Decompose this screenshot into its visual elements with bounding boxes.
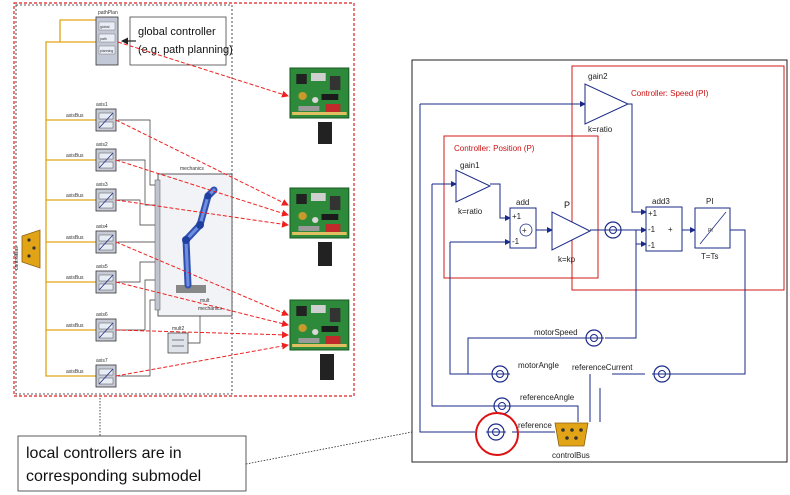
axis-block-title: axis5	[96, 264, 108, 270]
axis-bus-label: axisBus	[66, 275, 84, 281]
axis-block-7[interactable]: axis7 axisBus	[66, 358, 116, 387]
add3-in3: -1	[648, 241, 656, 250]
axis-block-icon	[96, 365, 116, 387]
gain2-param: k=ratio	[588, 125, 613, 134]
pi-name: PI	[706, 197, 714, 206]
axis-block-1[interactable]: axis1 axisBus	[66, 102, 116, 131]
axis-block-title: axis2	[96, 142, 108, 148]
axis-block-icon	[96, 271, 116, 293]
axis-block-title: axis4	[96, 224, 108, 230]
axis-block-icon	[96, 231, 116, 253]
axis-bus-label: axisBus	[66, 369, 84, 375]
gain1-param: k=ratio	[458, 207, 483, 216]
pcb-board-1	[290, 68, 349, 144]
axis-bus-label: axisBus	[66, 193, 84, 199]
gain2-name: gain2	[588, 72, 608, 81]
add-name: add	[516, 198, 529, 207]
axis-blocks: axis1axisBusaxis2axisBusaxis3axisBusaxis…	[66, 102, 116, 387]
pi-param: T=Ts	[701, 252, 719, 261]
pcb-board-3	[290, 300, 349, 380]
axis-block-title: axis3	[96, 182, 108, 188]
note-line-2: corresponding submodel	[26, 468, 201, 485]
gain1-name: gain1	[460, 161, 480, 170]
add-in2: -1	[512, 237, 520, 246]
pathplan-block[interactable]: pathPlan global path planning	[96, 10, 118, 65]
axis-block-icon	[96, 109, 116, 131]
right-model: Controller: Speed (PI) Controller: Posit…	[412, 60, 787, 462]
axis-bus-label: axisBus	[66, 235, 84, 241]
motor-angle-label: motorAngle	[518, 361, 559, 370]
p-param: k=kp	[558, 255, 576, 264]
axis-block-icon	[96, 149, 116, 171]
axis-bus-label: axisBus	[66, 153, 84, 159]
global-controller-line2: (e.g. path planning)	[138, 44, 233, 56]
add-in1: +1	[512, 212, 522, 221]
axis-block-title: axis6	[96, 312, 108, 318]
pathplan-title: pathPlan	[98, 10, 118, 16]
control-bus-label: controlBus	[14, 246, 20, 270]
note-line-1: local controllers are in	[26, 445, 182, 462]
add3-in2: -1	[648, 225, 656, 234]
reference-angle-label: referenceAngle	[520, 393, 575, 402]
axis-block-4[interactable]: axis4 axisBus	[66, 224, 116, 253]
speed-controller-title: Controller: Speed (PI)	[631, 89, 709, 98]
global-controller-line1: global controller	[138, 26, 216, 38]
pathplan-inner-3: planning	[100, 49, 113, 53]
motor-speed-label: motorSpeed	[534, 328, 578, 337]
axis-bus-label: axisBus	[66, 113, 84, 119]
axis-block-3[interactable]: axis3 axisBus	[66, 182, 116, 211]
axis-block-title: axis7	[96, 358, 108, 364]
robot-block-title: mechanics	[180, 166, 204, 172]
position-controller-title: Controller: Position (P)	[454, 144, 535, 153]
axis-bus-label: axisBus	[66, 323, 84, 329]
pathplan-inner-2: path	[100, 37, 107, 41]
robot-mechanics-block[interactable]: mechanics mult mechanics	[155, 166, 232, 316]
left-model: controlBus pathPlan global path planning…	[14, 3, 354, 396]
axis-block-icon	[96, 189, 116, 211]
control-bus-connector-right[interactable]	[555, 423, 588, 446]
mult2-title: mult2	[172, 326, 184, 332]
robot-bottom-2: mechanics	[198, 306, 222, 312]
pi-inner: PI	[708, 228, 713, 234]
axis-block-5[interactable]: axis5 axisBus	[66, 264, 116, 293]
axis-block-icon	[96, 319, 116, 341]
add-sum-sign: +	[522, 226, 527, 235]
axis-block-title: axis1	[96, 102, 108, 108]
reference-current-label: referenceCurrent	[572, 363, 633, 372]
axis-to-robot-wires	[118, 120, 160, 376]
axis-block-2[interactable]: axis2 axisBus	[66, 142, 116, 171]
pathplan-inner-1: global	[100, 25, 110, 29]
pcb-board-2	[290, 188, 349, 266]
mult2-block[interactable]: mult2	[168, 316, 200, 353]
robot-bottom-1: mult	[200, 298, 210, 304]
add3-name: add3	[652, 197, 670, 206]
add3-in1: +1	[648, 209, 658, 218]
submodel-note: local controllers are in corresponding s…	[18, 398, 412, 491]
control-bus-connector-left[interactable]: controlBus	[14, 230, 40, 270]
global-controller-callout: global controller (e.g. path planning)	[122, 17, 233, 65]
axis-block-6[interactable]: axis6 axisBus	[66, 312, 116, 341]
p-name: P	[564, 200, 570, 210]
add3-plus: +	[668, 225, 673, 234]
reference-label: reference	[518, 421, 552, 430]
control-bus-label-right: controlBus	[552, 451, 590, 460]
